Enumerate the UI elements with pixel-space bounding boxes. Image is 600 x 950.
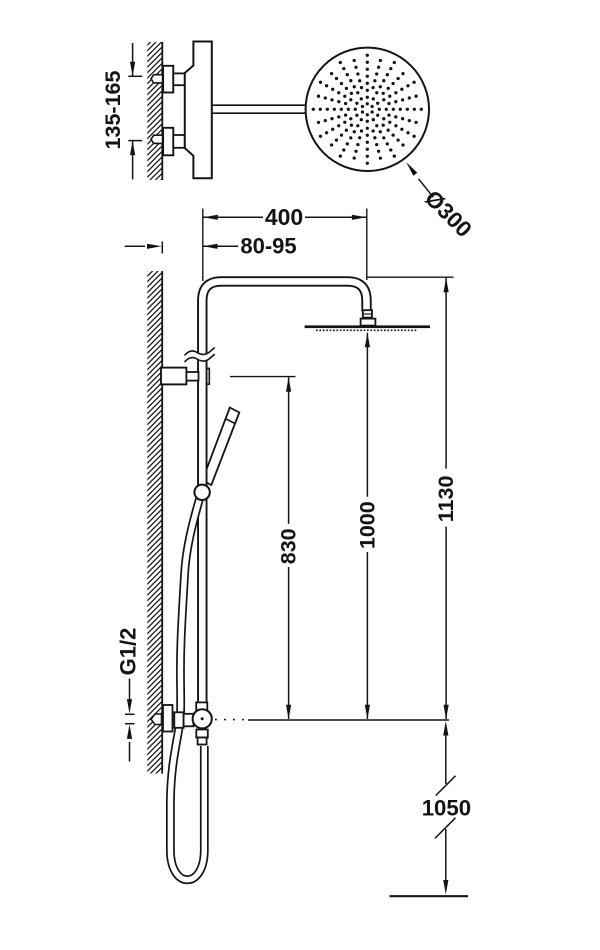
svg-text:G1/2: G1/2 (115, 628, 140, 676)
svg-text:135-165: 135-165 (101, 71, 125, 150)
svg-text:830: 830 (277, 528, 301, 564)
svg-text:400: 400 (265, 204, 303, 230)
svg-text:1130: 1130 (434, 476, 458, 523)
svg-text:1000: 1000 (355, 501, 379, 549)
svg-text:Ø300: Ø300 (420, 185, 477, 242)
svg-text:80-95: 80-95 (240, 233, 296, 258)
svg-text:1050: 1050 (422, 795, 471, 820)
